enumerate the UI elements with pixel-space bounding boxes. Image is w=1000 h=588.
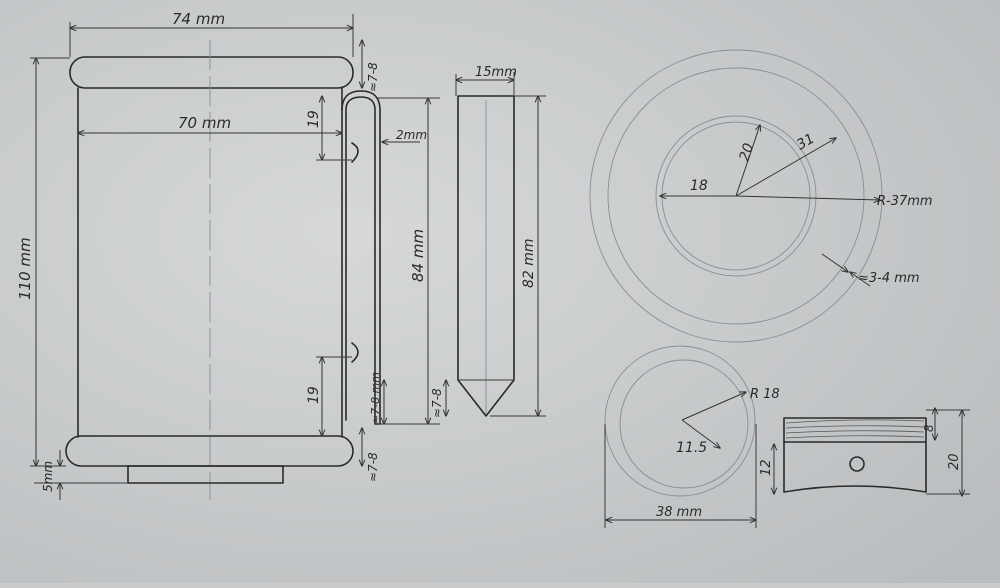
label-upper-offset: 19 [306, 110, 322, 128]
label-r-mid: 20 [737, 141, 758, 163]
disc-inner-circle [655, 115, 817, 277]
blade-view: 15mm 82 mm ≈7-8 [430, 65, 546, 418]
label-top-width: 74 mm [172, 10, 225, 28]
piston-skirt [783, 441, 927, 493]
label-small-diameter: 38 mm [656, 505, 702, 520]
label-small-inner: 11.5 [676, 440, 707, 456]
label-height: 110 mm [16, 237, 34, 300]
dim-rim-a [821, 253, 848, 272]
dim-rim-b [850, 272, 871, 287]
label-slot-height: 84 mm [409, 229, 427, 282]
piston-rings [785, 419, 925, 439]
label-bottom-edge: ≈7-8 [366, 452, 380, 482]
label-small-radius: R 18 [750, 387, 780, 402]
cylinder-dimensions: 74 mm 70 mm 110 mm ≈7-8 19 19 2mm 84 mm … [16, 10, 440, 500]
label-blade-height: 82 mm [521, 238, 537, 288]
piston-pin-hole [849, 456, 865, 472]
label-top-edge: ≈7-8 [366, 62, 380, 92]
dim-r-outer-line [735, 138, 836, 197]
label-lower-edge: ≈7-8 mm [369, 372, 382, 424]
disc-outer-circle [589, 49, 883, 343]
label-wall: 2mm [396, 128, 427, 142]
label-rim: ≈3-4 mm [858, 271, 920, 286]
side-clip [341, 90, 381, 425]
cylinder-base [127, 465, 284, 484]
label-inner-width: 70 mm [178, 114, 231, 132]
disc-rim-circle [607, 67, 865, 325]
dim-small-inner [681, 419, 720, 448]
label-total-height: 20 [947, 453, 962, 470]
label-base-height: 5mm [41, 461, 55, 492]
cylinder-top-roll [69, 56, 354, 89]
dim-outer-radius [735, 195, 880, 200]
blade-outline [457, 95, 515, 417]
clip-notch-upper [351, 142, 359, 163]
dim-small-radius [681, 392, 746, 421]
disc-view: 18 20 31 R-37mm ≈3-4 mm [589, 49, 933, 343]
label-blade-tip: ≈7-8 [430, 388, 444, 418]
small-disc-inner [619, 359, 749, 489]
label-r-outer-line: 31 [794, 131, 817, 154]
label-blade-width: 15mm [475, 65, 517, 80]
dim-r-mid [735, 125, 760, 197]
clip-notch-lower [351, 342, 359, 363]
label-skirt: 12 [759, 459, 774, 476]
label-r-inner: 18 [690, 178, 708, 194]
label-lower-offset: 19 [306, 386, 322, 404]
piston-view: 8 12 20 [759, 408, 970, 496]
cylinder-view [65, 40, 381, 500]
piston-ring-band [783, 417, 927, 443]
small-disc-outer [604, 345, 756, 497]
label-ring-band: 8 [922, 424, 936, 432]
label-outer-radius: R-37mm [877, 194, 933, 209]
small-disc-view: R 18 11.5 38 mm [604, 345, 780, 528]
